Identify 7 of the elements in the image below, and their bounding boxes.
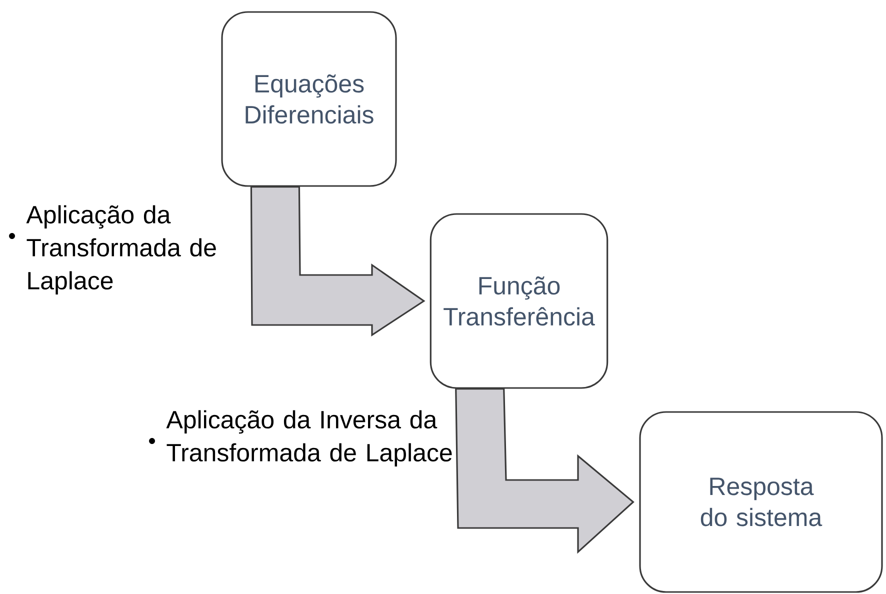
edge-label: Aplicação da Transformada de Laplace bbox=[26, 205, 216, 294]
rounded-box: Resposta do sistema bbox=[639, 411, 883, 593]
rounded-box: Função Transferência bbox=[430, 213, 608, 389]
edge-label: Aplicação da Inversa da Transformada de Laplace bbox=[166, 410, 452, 466]
bent-arrow bbox=[250, 186, 426, 336]
rounded-box: Equações Diferenciais bbox=[221, 11, 397, 187]
bent-arrow bbox=[455, 388, 634, 554]
